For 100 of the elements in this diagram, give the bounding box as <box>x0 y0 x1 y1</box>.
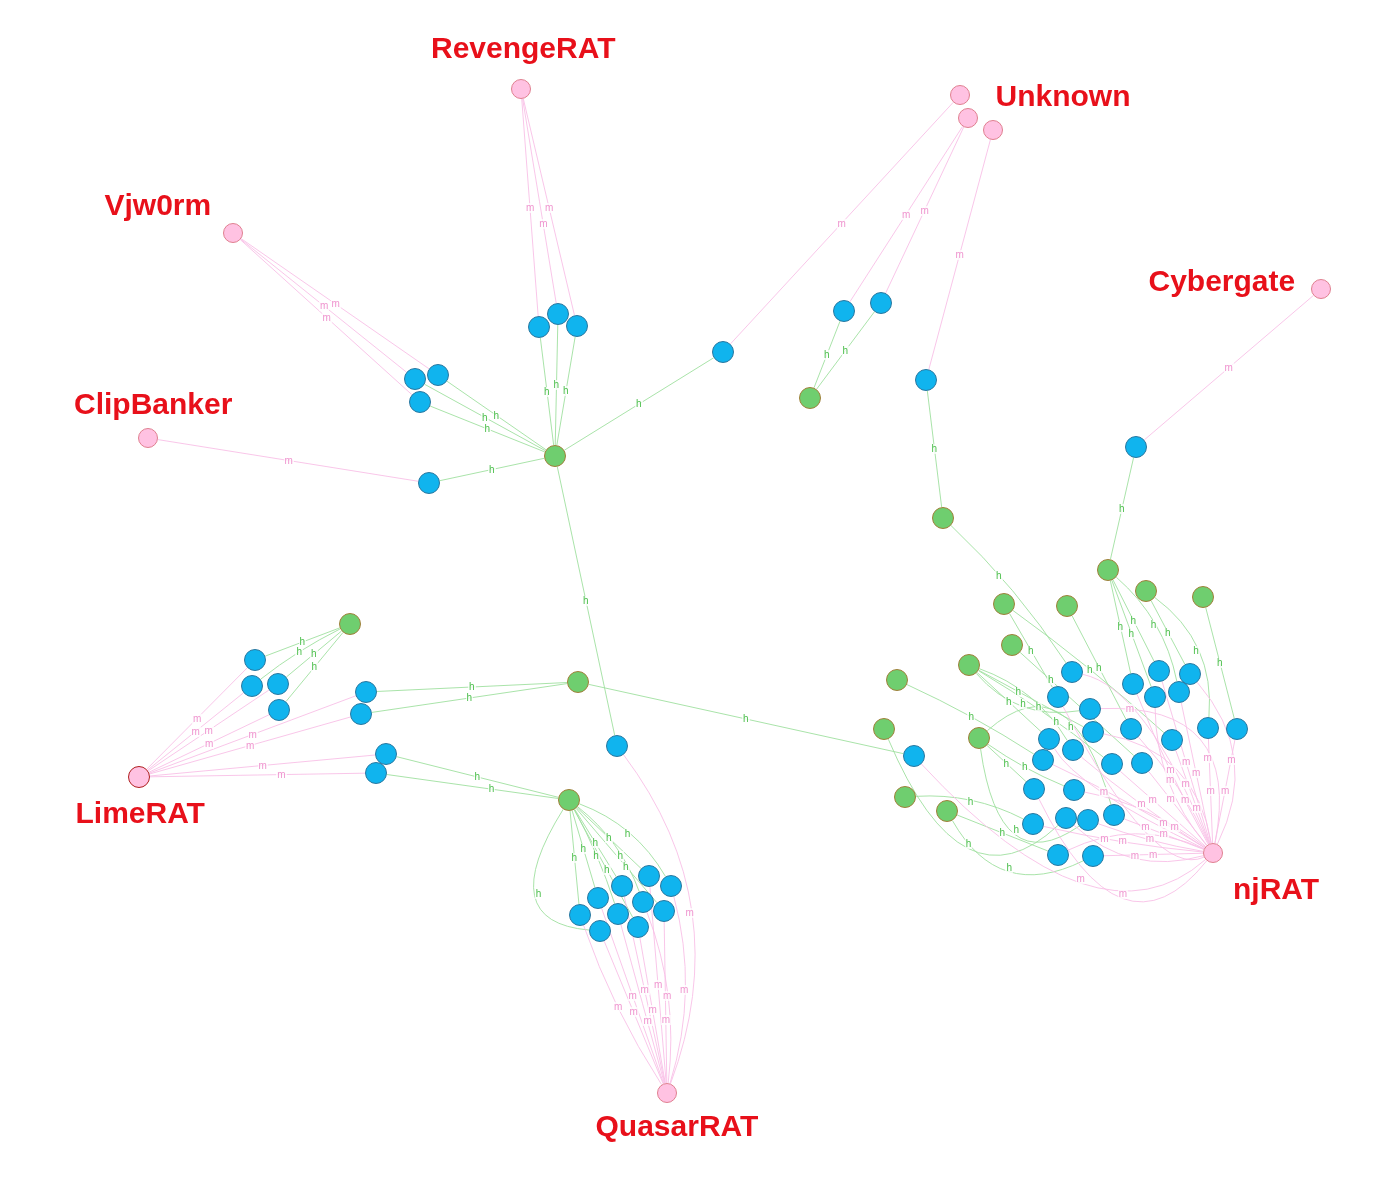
hub-node-circle <box>1001 634 1023 656</box>
edge-label: h <box>623 828 632 839</box>
connector-line <box>1073 824 1204 862</box>
edge-label: h <box>487 784 496 795</box>
connector-line <box>1038 798 1208 903</box>
connector-line <box>906 684 1035 755</box>
edge-label: m <box>257 760 268 771</box>
edge-label: h <box>823 349 831 360</box>
hub-node-circle <box>1097 559 1119 581</box>
edge-label: h <box>1129 615 1138 626</box>
edge-label: h <box>1005 862 1013 873</box>
connector-line <box>921 763 1206 892</box>
sample-node-circle <box>268 699 290 721</box>
edge-label: h <box>967 712 975 723</box>
edge-label: h <box>1095 662 1103 673</box>
edge-label: h <box>298 637 307 647</box>
connector-line <box>386 774 559 799</box>
edge-label: h <box>465 693 474 703</box>
connector-line <box>978 669 1084 728</box>
edge-label: m <box>1165 764 1176 775</box>
edge-label: h <box>483 424 492 434</box>
edge-label: m <box>1099 834 1110 845</box>
edge-label: m <box>1158 829 1169 839</box>
hub-node-circle <box>799 387 821 409</box>
edge-label: m <box>190 726 201 737</box>
sample-node-circle <box>1023 778 1045 800</box>
connector-line <box>816 311 875 390</box>
edge-label: m <box>1136 798 1147 809</box>
connector-line <box>574 808 617 878</box>
sample-node-circle <box>1047 844 1069 866</box>
edge-label: h <box>995 570 1003 581</box>
edge-label: m <box>954 250 965 260</box>
edge-label: m <box>1226 754 1237 765</box>
sample-node-circle <box>409 391 431 413</box>
edge-label: m <box>1117 888 1128 899</box>
sample-node-circle <box>903 745 925 767</box>
family-node-circle <box>983 120 1003 140</box>
connector-line <box>429 405 546 453</box>
edge-label: m <box>653 979 664 990</box>
sample-node-circle <box>632 891 654 913</box>
connector-line <box>148 695 357 774</box>
edge-label: m <box>1147 794 1158 805</box>
connector-line <box>149 754 376 777</box>
connector-line <box>649 886 667 1084</box>
connector-line <box>950 525 1067 664</box>
sample-node-circle <box>915 369 937 391</box>
edge-label: h <box>473 772 482 782</box>
edge-label: h <box>1005 697 1013 707</box>
sample-node-circle <box>267 673 289 695</box>
edge-label: h <box>562 386 570 396</box>
connector-line <box>1123 818 1205 850</box>
connector-line <box>147 689 270 772</box>
edge-label: h <box>488 464 496 475</box>
edge-label: m <box>1075 874 1086 885</box>
sample-node-circle <box>606 735 628 757</box>
sample-node-circle <box>1179 663 1201 685</box>
connector-line <box>1012 610 1165 734</box>
connector-line <box>887 738 1059 856</box>
sample-node-circle <box>1082 845 1104 867</box>
connector-line <box>563 357 715 451</box>
connector-line <box>623 754 696 1085</box>
connector-line <box>1103 852 1204 857</box>
connector-line <box>147 692 244 771</box>
connector-line <box>264 627 341 657</box>
sample-node-circle <box>1032 749 1054 771</box>
edge-label: m <box>1144 834 1156 845</box>
connector-line <box>1112 579 1155 662</box>
connector-line <box>1009 613 1053 688</box>
connector-line <box>149 772 366 778</box>
edge-label: m <box>544 202 555 213</box>
edge-label: h <box>1047 675 1055 686</box>
connector-line <box>663 921 668 1084</box>
connector-line <box>149 716 351 775</box>
edge-label: m <box>642 1016 653 1027</box>
connector-line <box>1111 579 1152 688</box>
hub-node-circle <box>567 671 589 693</box>
sample-node-circle <box>611 875 633 897</box>
connector-line <box>539 337 555 446</box>
sample-node-circle <box>587 887 609 909</box>
connector-line <box>571 810 596 888</box>
sample-node-circle <box>1077 809 1099 831</box>
connector-line <box>1110 457 1134 560</box>
connector-line <box>286 630 342 678</box>
connector-line <box>730 101 954 345</box>
connector-line <box>1196 681 1236 845</box>
sample-node-circle <box>350 703 372 725</box>
edge-label: h <box>552 380 561 390</box>
edge-label: m <box>1202 753 1213 763</box>
hub-node-circle <box>1056 595 1078 617</box>
edge-label: m <box>1158 817 1169 828</box>
edge-label: h <box>841 345 850 356</box>
sample-node-circle <box>638 865 660 887</box>
family-name-label: QuasarRAT <box>595 1109 759 1143</box>
hub-node-circle <box>993 593 1015 615</box>
connector-line <box>424 383 546 452</box>
edge-label: h <box>310 649 318 659</box>
sample-node-circle <box>660 875 682 897</box>
edge-label: m <box>276 769 287 780</box>
connector-line <box>849 125 964 303</box>
connector-line <box>376 682 568 692</box>
